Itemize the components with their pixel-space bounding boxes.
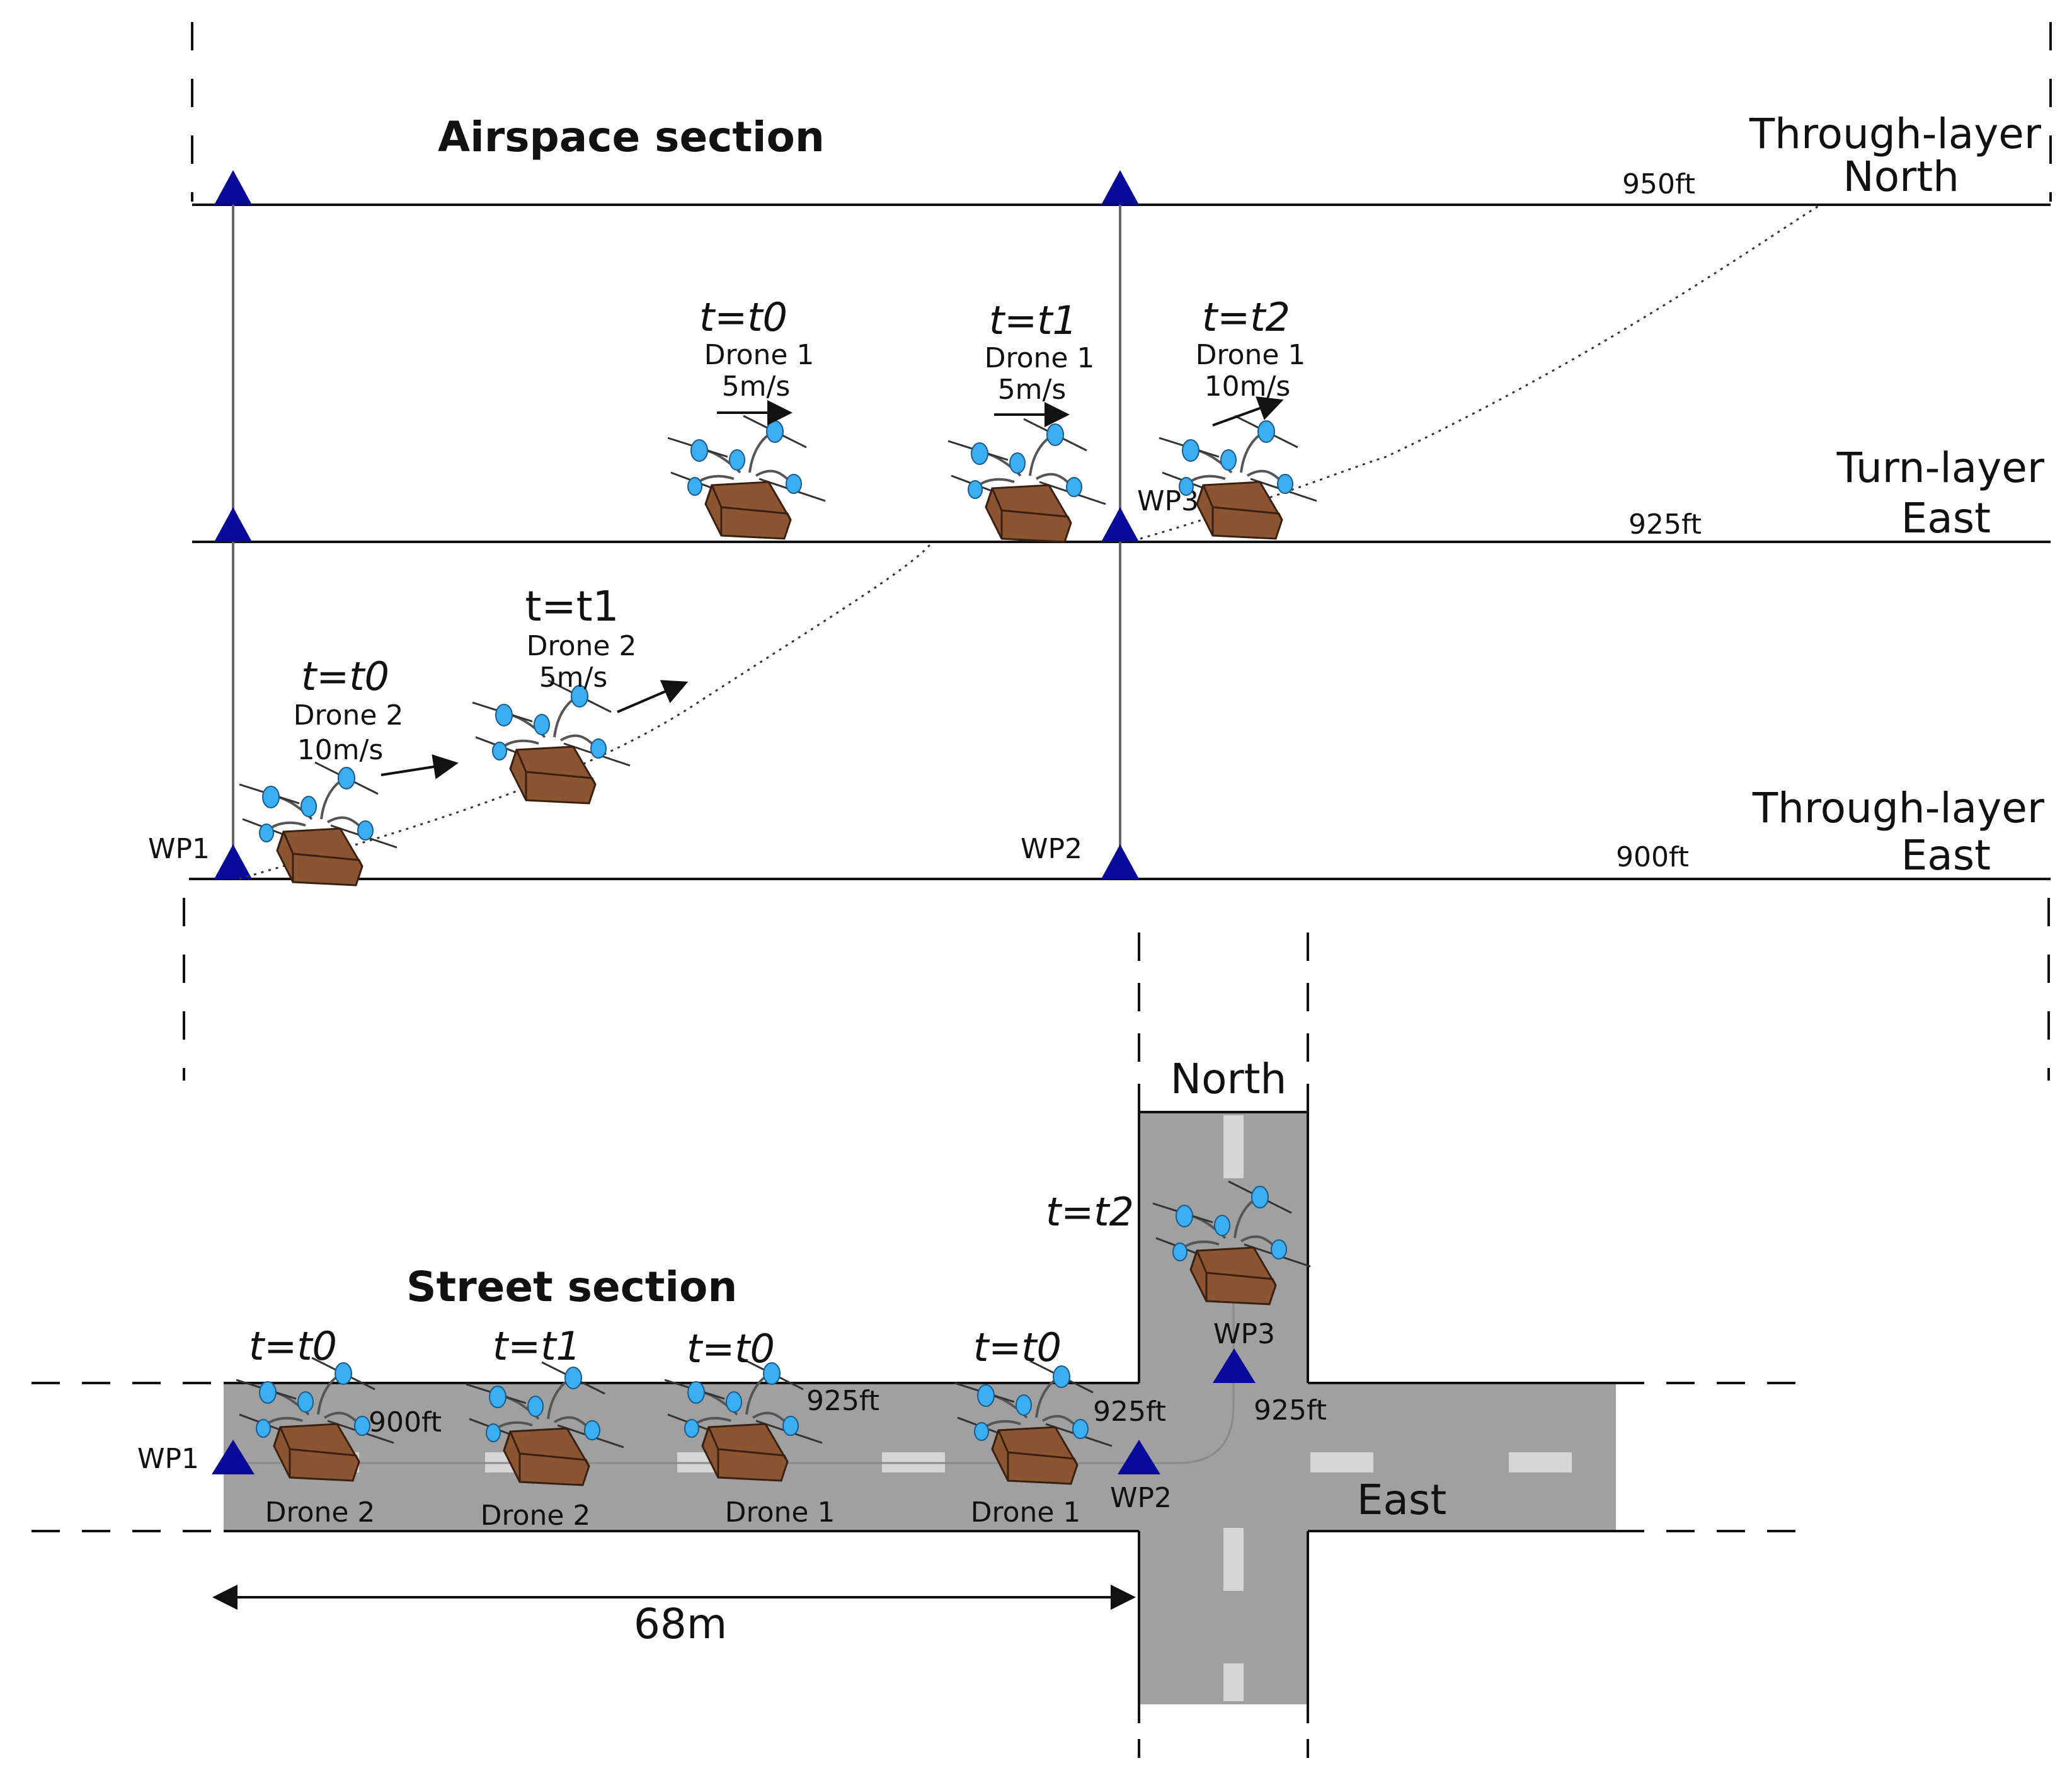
drone-name-label: Drone 1: [725, 1496, 835, 1529]
annotation-drone: Drone 1: [1196, 339, 1306, 371]
waypoint-label: WP1: [137, 1443, 199, 1475]
velocity-arrow-icon: [1212, 396, 1284, 427]
annotation-drone: Drone 2: [527, 630, 637, 662]
drone-altitude-label: 900ft: [369, 1406, 442, 1438]
layer-name: Through-layer: [1749, 110, 2042, 158]
airspace-title: Airspace section: [438, 113, 825, 161]
annotation-time: t=t2: [1202, 294, 1290, 340]
airspace-section: Airspace section Through-layer North 950…: [148, 22, 2052, 1081]
layer-name: North: [1843, 152, 1959, 201]
drone-altitude-label: 925ft: [1093, 1396, 1166, 1428]
waypoint-marker-icon: [1101, 844, 1139, 879]
layer-altitude: 925ft: [1628, 508, 1702, 541]
annotation-speed: 10m/s: [297, 734, 384, 766]
street-section: WP1 WP2 WP3 Street section t=t0 t=t1 t=t…: [31, 933, 1814, 1764]
north-label: North: [1171, 1055, 1287, 1103]
drone-altitude-label: 925ft: [1254, 1394, 1327, 1426]
drone-time-label: t=t0: [687, 1326, 775, 1372]
layer-name: Through-layer: [1752, 784, 2045, 832]
annotation-time: t=t1: [989, 297, 1077, 343]
drone-icon: [947, 418, 1107, 543]
waypoint-marker-icon: [1213, 1348, 1256, 1383]
drone-altitude-label: 925ft: [806, 1385, 879, 1417]
annotation-drone: Drone 1: [985, 342, 1095, 374]
waypoint-label: WP2: [1110, 1482, 1172, 1514]
waypoint-marker-icon: [214, 844, 252, 879]
waypoint-marker-icon: [212, 1440, 255, 1474]
drone-icon: [667, 415, 827, 540]
waypoint-marker-icon: [214, 507, 252, 542]
annotation-speed: 10m/s: [1205, 370, 1291, 403]
waypoint-label: WP2: [1021, 833, 1082, 865]
drone-name-label: Drone 1: [971, 1496, 1081, 1529]
annotation-speed: 5m/s: [539, 662, 608, 694]
drone-time-label: t=t1: [493, 1323, 581, 1369]
drone-time-label: t=t0: [973, 1324, 1062, 1370]
annotation-drone: Drone 1: [704, 339, 815, 371]
layer-altitude: 900ft: [1616, 841, 1689, 873]
distance-label: 68m: [634, 1600, 727, 1648]
drone-name-label: Drone 2: [265, 1496, 375, 1529]
waypoint-marker-icon: [1101, 507, 1139, 542]
annotation-time: t=t0: [699, 294, 787, 340]
drone-icon: [238, 761, 398, 887]
waypoint-marker-icon: [1118, 1440, 1160, 1474]
annotation-time: t=t1: [525, 582, 619, 631]
waypoint-marker-icon: [214, 170, 252, 205]
drone2-trajectory: [239, 541, 934, 880]
drone-time-label: t=t0: [249, 1323, 337, 1369]
velocity-arrow-icon: [381, 754, 459, 779]
drone-name-label: Drone 2: [481, 1500, 591, 1532]
velocity-arrow-icon: [617, 680, 689, 713]
drone-icon: [471, 679, 631, 805]
drone-icon: [1158, 415, 1318, 540]
waypoint-label: WP3: [1213, 1318, 1275, 1350]
annotation-speed: 5m/s: [998, 374, 1067, 406]
east-label: East: [1357, 1476, 1446, 1524]
street-title: Street section: [406, 1263, 737, 1311]
drone-time-label: t=t2: [1046, 1189, 1134, 1235]
layer-name: East: [1901, 831, 1991, 880]
layer-altitude: 950ft: [1622, 168, 1695, 200]
route-line: [239, 1260, 1235, 1464]
waypoint-label: WP1: [148, 833, 210, 865]
layer-name: East: [1901, 494, 1991, 542]
waypoint-marker-icon: [1101, 170, 1139, 205]
layer-name: Turn-layer: [1836, 444, 2045, 492]
annotation-time: t=t0: [301, 653, 389, 699]
north-street: [1139, 1112, 1308, 1704]
annotation-drone: Drone 2: [294, 699, 404, 732]
annotation-speed: 5m/s: [722, 370, 791, 403]
